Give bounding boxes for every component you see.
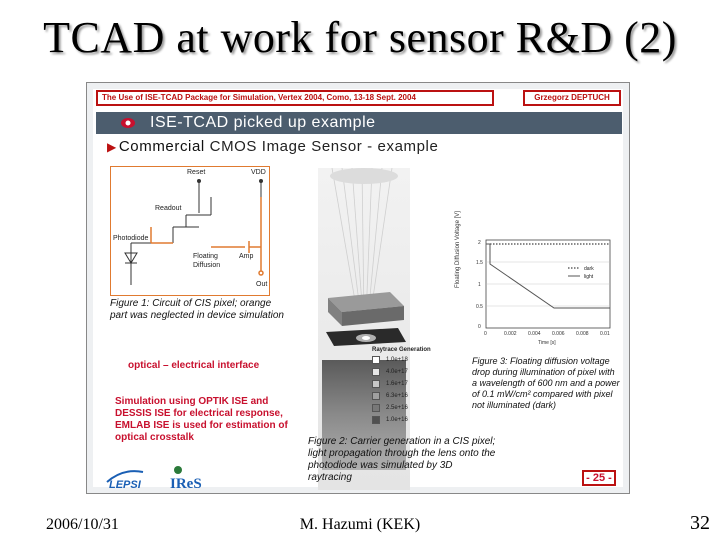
- lepsi-logo-text: LEPSI: [109, 479, 142, 490]
- legend-swatch-3: [372, 392, 380, 400]
- circuit-diagram: Reset VDD Readout Photodiode Floating Di…: [110, 166, 270, 296]
- optical-interface-label: optical – electrical interface: [128, 360, 260, 371]
- graph-ylabel: Floating Diffusion Voltage [V]: [455, 211, 461, 288]
- graph-legend-light: light: [584, 274, 594, 280]
- figure-3-caption: Figure 3: Floating diffusion voltage dro…: [472, 356, 620, 410]
- voltage-graph: dark light 2 1.5 1 0.5 0 0 0.002 0.004 0…: [468, 234, 618, 346]
- subheader-bold: Commercial: [118, 138, 205, 155]
- y-tick: 0: [478, 324, 481, 330]
- ires-logo: IReS: [170, 466, 202, 492]
- legend-value: 2.5e+16: [386, 405, 408, 411]
- legend-swatch-1: [372, 368, 380, 376]
- reference-bar: The Use of ISE-TCAD Package for Simulati…: [96, 90, 494, 106]
- legend-swatch-0: [372, 356, 380, 364]
- raytrace-simulation-image: [318, 168, 410, 490]
- subheader-rest: CMOS Image Sensor - example: [209, 138, 439, 155]
- legend-swatch-5: [372, 416, 380, 424]
- label-out: Out: [256, 281, 268, 288]
- label-amp: Amp: [239, 253, 254, 260]
- eye-icon: [121, 118, 135, 128]
- x-tick: 0.01: [600, 331, 610, 337]
- footer-date: 2006/10/31: [46, 516, 119, 533]
- label-diffusion: Diffusion: [193, 262, 221, 269]
- legend-value: 1.0e+18: [386, 357, 408, 363]
- legend-value: 6.3e+16: [386, 393, 408, 399]
- footer-author: M. Hazumi (KEK): [299, 516, 421, 533]
- header-band: [96, 112, 622, 134]
- legend-value: 1.0e+16: [386, 417, 408, 423]
- graph-xlabel: Time [s]: [538, 340, 556, 346]
- legend-value: 4.0e+17: [386, 369, 408, 375]
- y-tick: 0.5: [476, 304, 483, 310]
- slide-title: TCAD at work for sensor R&D (2): [43, 13, 677, 62]
- graph-legend-dark: dark: [584, 266, 594, 272]
- y-tick: 1: [478, 282, 481, 288]
- bullet-arrow-icon: ▶: [107, 140, 117, 154]
- label-photodiode: Photodiode: [113, 235, 149, 242]
- label-reset: Reset: [187, 169, 206, 176]
- label-floating: Floating: [193, 253, 218, 260]
- label-vdd: VDD: [251, 169, 266, 176]
- y-tick: 1.5: [476, 260, 483, 266]
- substrate: [322, 360, 406, 470]
- circuit-schematic: [124, 179, 264, 285]
- simulation-description: Simulation using OPTIK ISE and DESSIS IS…: [115, 396, 288, 443]
- voltage-plot: dark light 2 1.5 1 0.5 0 0 0.002 0.004 0…: [476, 239, 611, 346]
- footer-page-number: 32: [690, 512, 710, 534]
- x-tick: 0: [484, 331, 487, 337]
- y-tick: 2: [478, 240, 481, 246]
- x-tick: 0.008: [576, 331, 589, 337]
- lepsi-logo: LEPSI: [106, 470, 144, 490]
- legend-swatch-2: [372, 380, 380, 388]
- author-box: Grzegorz DEPTUCH: [523, 90, 621, 106]
- label-readout: Readout: [155, 205, 182, 212]
- x-tick: 0.006: [552, 331, 565, 337]
- x-tick: 0.004: [528, 331, 541, 337]
- x-tick: 0.002: [504, 331, 517, 337]
- embedded-page-number: - 25 -: [582, 470, 616, 486]
- subheader: ▶Commercial CMOS Image Sensor - example: [107, 138, 438, 155]
- figure-2-caption: Figure 2: Carrier generation in a CIS pi…: [308, 436, 496, 483]
- light-rays: [330, 168, 398, 318]
- ires-logo-text: IReS: [170, 476, 202, 492]
- legend-value: 1.6e+17: [386, 381, 408, 387]
- legend-swatch-4: [372, 404, 380, 412]
- legend-title: Raytrace Generation: [372, 347, 431, 353]
- pixel-block: [326, 292, 406, 346]
- figure-1-caption: Figure 1: Circuit of CIS pixel; orange p…: [110, 298, 284, 321]
- header-title: ISE-TCAD picked up example: [150, 114, 376, 131]
